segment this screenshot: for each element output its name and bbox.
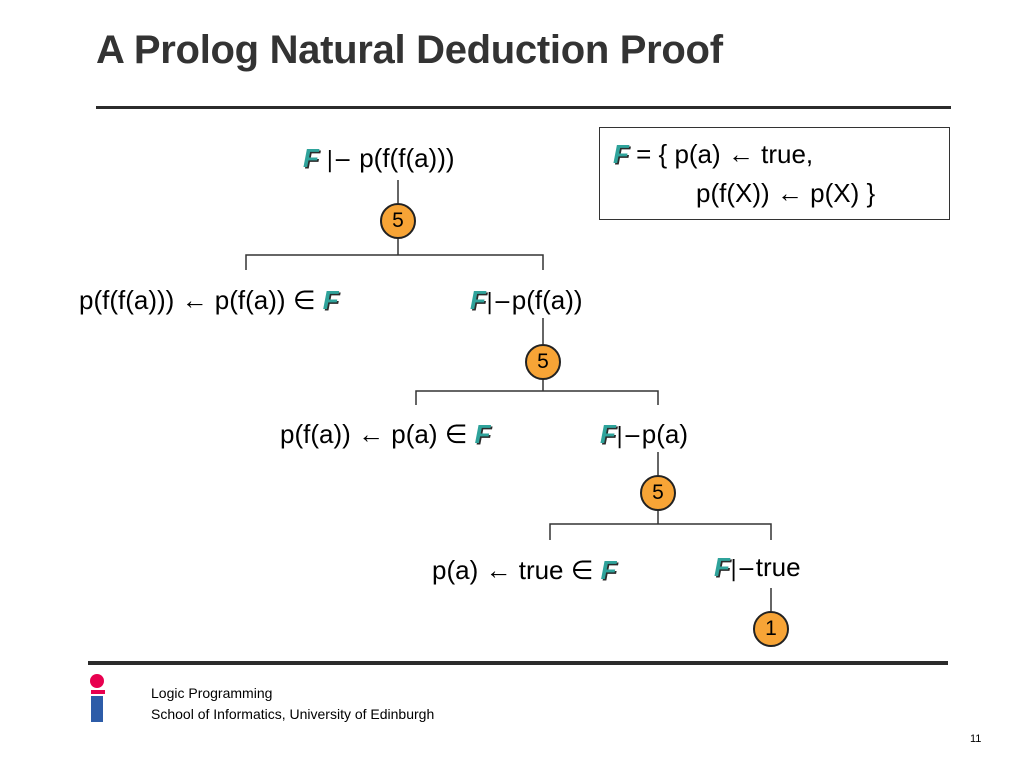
facts-line-2: p(f(X)) ← p(X) } — [696, 178, 875, 209]
element-of-icon: ∈ — [292, 285, 316, 315]
clause-body: p(a) — [391, 419, 438, 449]
subgoal-text: p(a) — [641, 419, 688, 449]
turnstile-icon: |− — [326, 148, 352, 173]
rule-node-3: 5 — [640, 475, 676, 511]
arrow-icon: ← — [727, 139, 754, 169]
F-symbol: F — [714, 552, 730, 582]
facts-line-1: F = { p(a) ← true, — [613, 139, 813, 170]
clause-head: p(f(f(a))) — [79, 285, 175, 315]
clause-head: p(f(a)) — [280, 419, 351, 449]
arrow-icon: ← — [776, 178, 803, 208]
fact-2-head: p(f(X)) — [696, 178, 777, 208]
arrow-icon: ← — [485, 555, 512, 585]
arrow-icon: ← — [358, 419, 385, 449]
F-symbol: F — [474, 419, 491, 449]
turnstile-icon: |− — [485, 290, 512, 315]
clause-body: p(f(a)) — [214, 285, 286, 315]
rule-node-1: 5 — [380, 203, 416, 239]
level1-clause: p(f(f(a))) ← p(f(a)) ∈ F — [79, 285, 339, 315]
title-underline — [96, 106, 951, 109]
root-goal-text: p(f(f(a))) — [359, 143, 455, 173]
bracket-level3 — [549, 523, 772, 540]
footer-rule — [88, 661, 948, 665]
level3-subgoal: F|−true — [714, 552, 801, 585]
subgoal-text: p(f(a)) — [511, 285, 583, 315]
arrow-icon: ← — [181, 285, 208, 315]
level2-clause: p(f(a)) ← p(a) ∈ F — [280, 419, 491, 449]
bracket-level2 — [415, 390, 659, 405]
fact-1-head: = { p(a) — [636, 139, 728, 169]
level3-clause: p(a) ← true ∈ F — [432, 555, 617, 585]
subgoal-text: true — [755, 552, 801, 582]
level2-subgoal: F|−p(a) — [600, 419, 688, 452]
element-of-icon: ∈ — [444, 419, 468, 449]
rule-node-2: 5 — [525, 344, 561, 380]
clause-body: true — [518, 555, 564, 585]
footer-course: Logic Programming — [151, 685, 273, 701]
F-symbol: F — [322, 285, 339, 315]
F-symbol: F — [470, 285, 486, 315]
footer-school: School of Informatics, University of Edi… — [151, 706, 435, 722]
bracket-level1 — [245, 254, 544, 270]
F-symbol: F — [600, 419, 616, 449]
turnstile-icon: |− — [729, 557, 756, 582]
element-of-icon: ∈ — [570, 555, 594, 585]
F-symbol: F — [613, 139, 629, 169]
F-symbol: F — [600, 555, 617, 585]
clause-head: p(a) — [432, 555, 479, 585]
root-goal: F |− p(f(f(a))) — [303, 143, 455, 176]
fact-1-body: true, — [753, 139, 814, 169]
slide-title: A Prolog Natural Deduction Proof — [96, 28, 723, 72]
fact-2-body: p(X) } — [802, 178, 876, 208]
facts-box: F = { p(a) ← true, p(f(X)) ← p(X) } — [599, 127, 950, 220]
page-number: 11 — [970, 733, 982, 745]
F-symbol: F — [303, 143, 319, 173]
turnstile-icon: |− — [615, 424, 642, 449]
level1-subgoal: F|−p(f(a)) — [470, 285, 583, 318]
rule-node-4: 1 — [753, 611, 789, 647]
informatics-logo-icon — [90, 674, 105, 722]
